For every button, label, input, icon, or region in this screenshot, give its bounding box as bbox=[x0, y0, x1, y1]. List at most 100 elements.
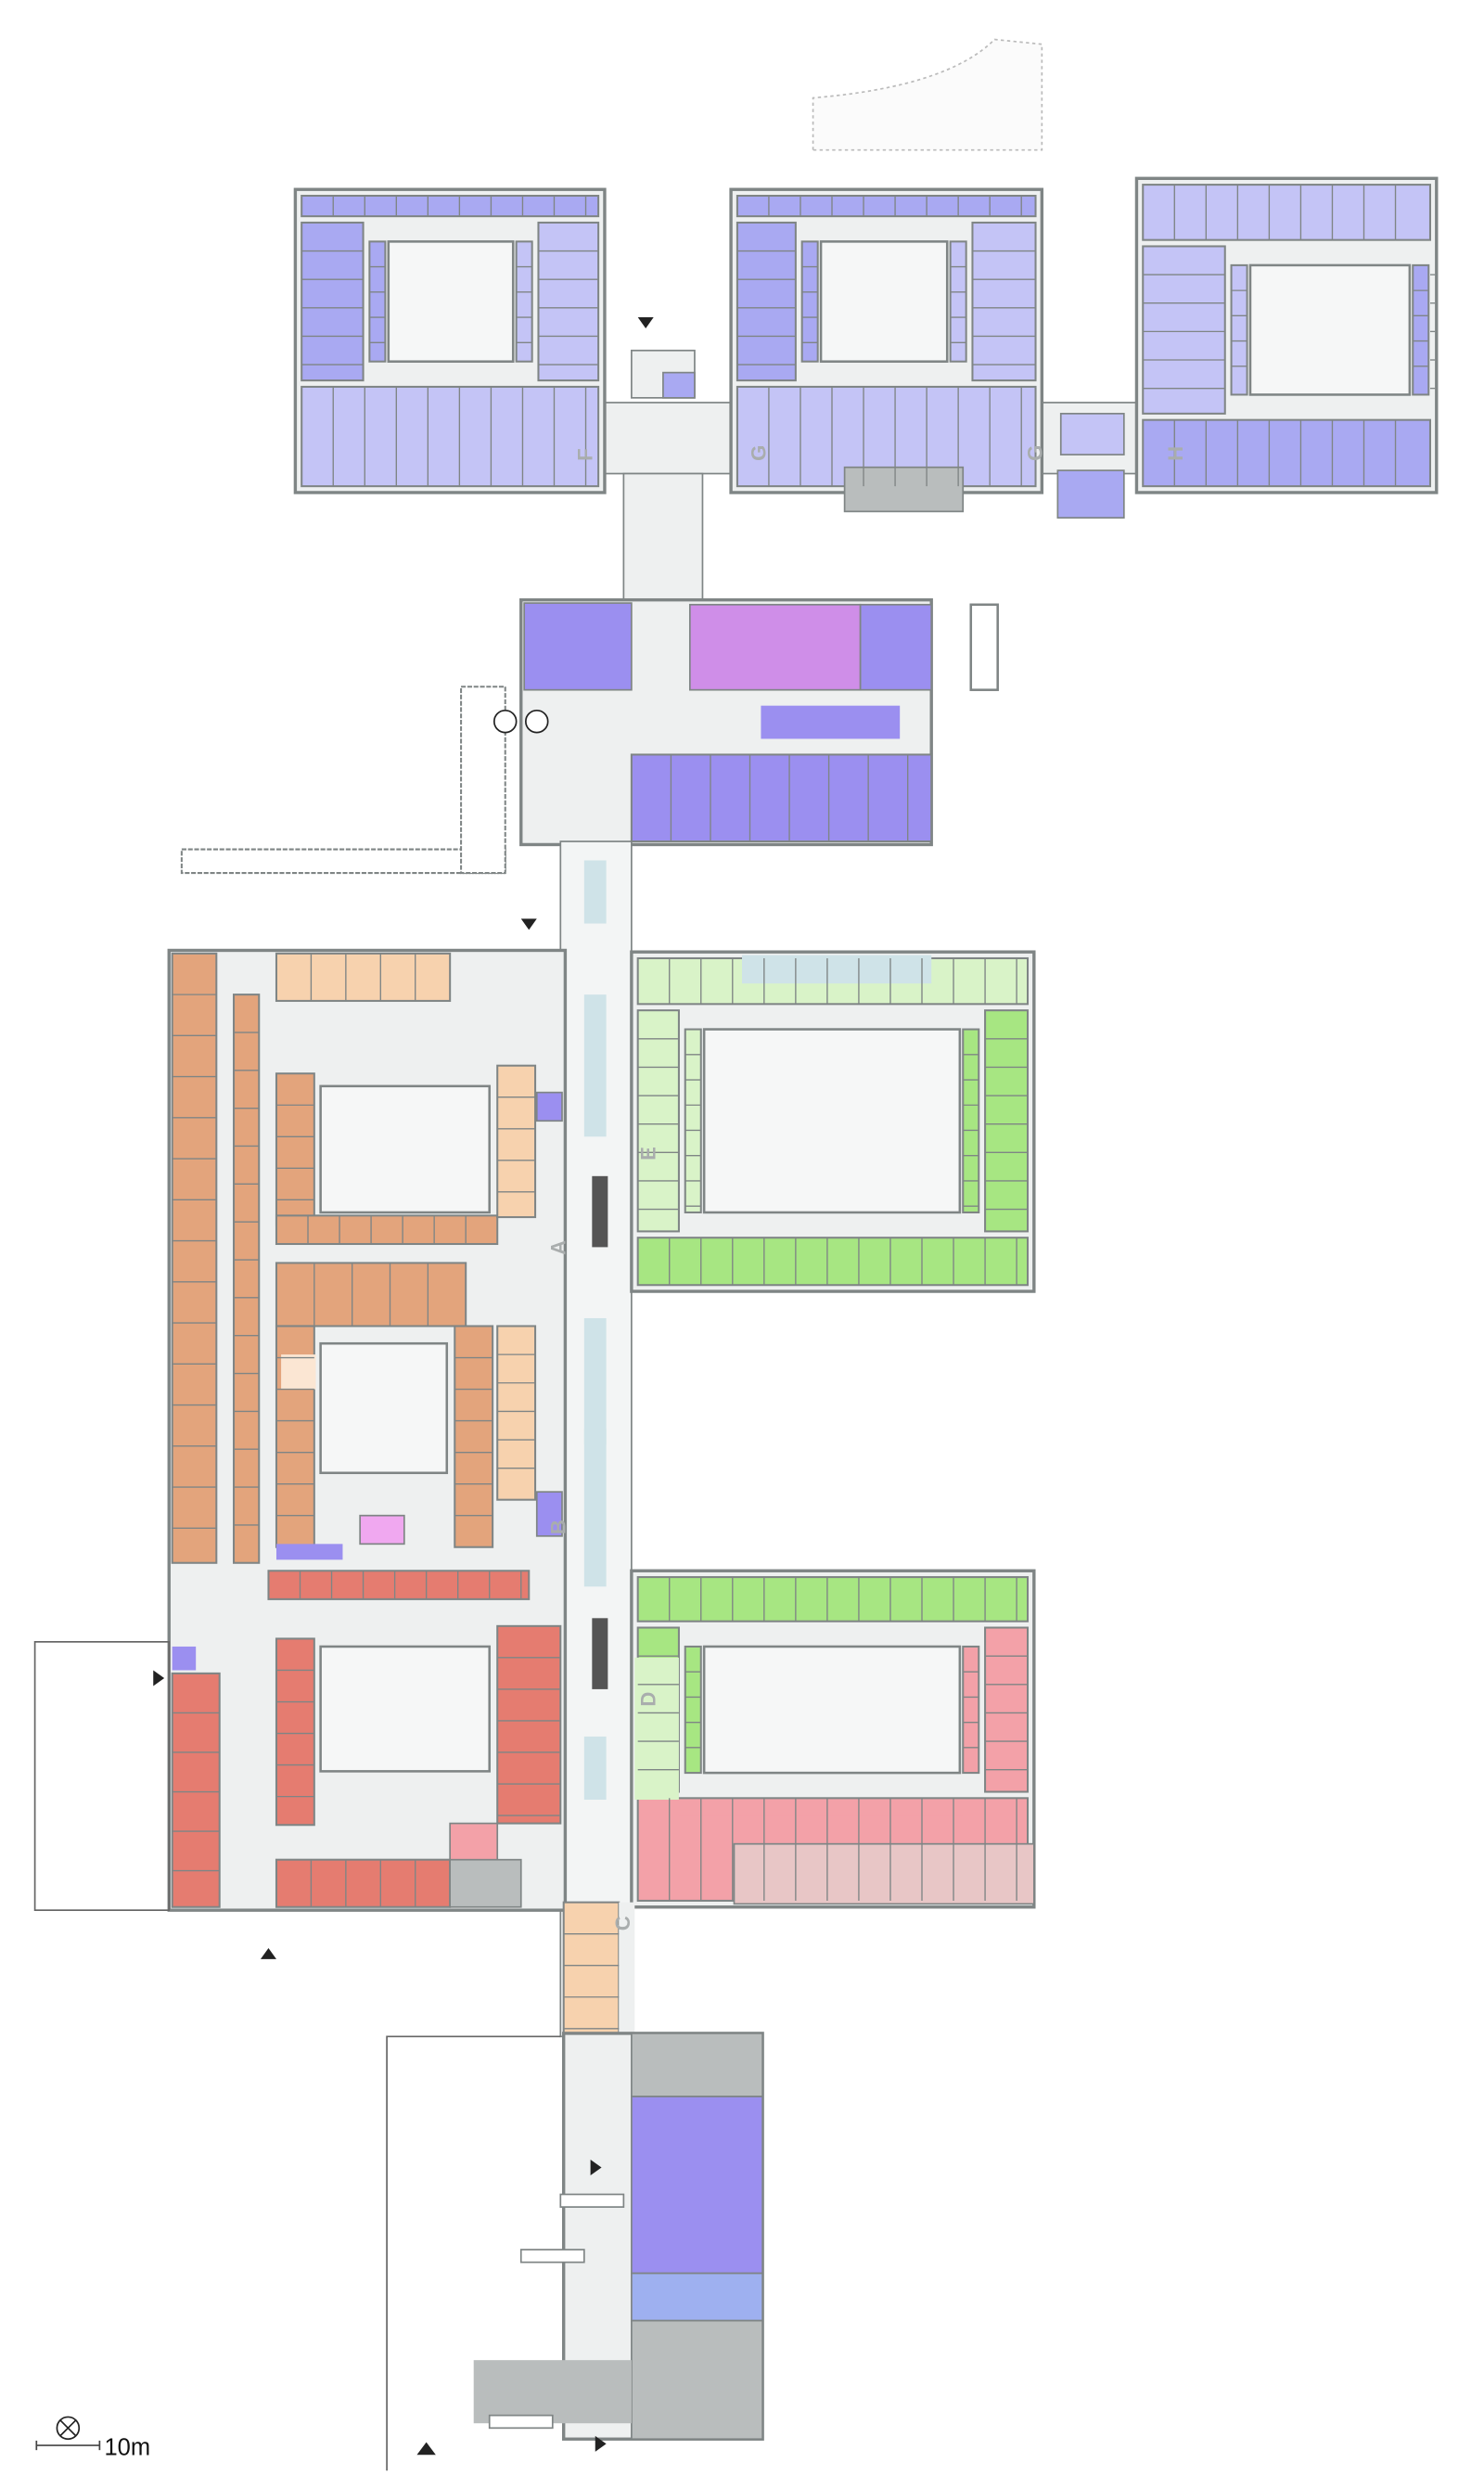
building-d-courtyard bbox=[702, 1645, 962, 1775]
room-magenta bbox=[688, 603, 862, 691]
outline-west-annex bbox=[33, 1640, 171, 1912]
corridor-label-b: B bbox=[546, 1520, 569, 1534]
building-h-rooms-inner-left bbox=[1230, 263, 1248, 396]
rooms-lightblue-top bbox=[742, 955, 932, 984]
scale-bar: 10m bbox=[35, 2416, 150, 2460]
building-d-rooms-top bbox=[636, 1576, 1030, 1622]
building-f-rooms-left bbox=[301, 221, 365, 382]
building-f-rooms-inner-left bbox=[368, 240, 387, 363]
rooms-purple-south bbox=[630, 753, 933, 843]
building-h-rooms-inner-right bbox=[1412, 263, 1430, 396]
loading-dock bbox=[519, 2249, 585, 2264]
courtyard-west-1 bbox=[319, 1084, 491, 1214]
entrance-marker-icon bbox=[416, 2442, 436, 2456]
room-blue-south bbox=[631, 2272, 763, 2322]
room-purple-strip bbox=[275, 1544, 343, 1560]
corridor-label-d: D bbox=[636, 1692, 659, 1707]
skylight bbox=[583, 1317, 607, 1445]
building-g-rooms-top bbox=[736, 194, 1037, 218]
rooms-west-ring3-right bbox=[496, 1624, 562, 1825]
corridor-stem-north bbox=[622, 472, 704, 609]
rooms-west-outer-upper bbox=[171, 952, 218, 1564]
corridor-label-h: H bbox=[1164, 446, 1187, 461]
building-g-rooms-inner-left bbox=[800, 240, 819, 363]
room-purple-a bbox=[535, 1091, 563, 1122]
entrance-marker-icon bbox=[260, 1947, 276, 1959]
walkway-outline-v bbox=[460, 686, 506, 875]
rooms-green-light bbox=[634, 1657, 679, 1801]
rooms-west-ring2-right bbox=[454, 1325, 494, 1548]
revolving-door-icon bbox=[493, 709, 518, 734]
outdoor-area-outline bbox=[812, 38, 1043, 151]
scale-label: 10m bbox=[104, 2434, 150, 2460]
rooms-gray-south-top bbox=[631, 2033, 763, 2097]
building-e-rooms-inner-left bbox=[684, 1028, 702, 1213]
north-symbol-icon bbox=[56, 2416, 81, 2441]
building-f-rooms-inner-right bbox=[515, 240, 533, 363]
room-block-connector bbox=[1059, 413, 1125, 455]
room-gray bbox=[843, 466, 965, 513]
room-purple-w bbox=[172, 1646, 197, 1671]
building-e-rooms-inner-right bbox=[962, 1028, 980, 1213]
rooms-west-outer-lower bbox=[171, 1672, 221, 1908]
corridor-label-g2: G bbox=[1023, 445, 1046, 461]
rooms-west-lower-top bbox=[267, 1570, 531, 1600]
rooms-west-south bbox=[275, 1858, 452, 1908]
loading-dock bbox=[488, 2414, 554, 2430]
isolated-structure bbox=[969, 603, 999, 691]
building-f-courtyard bbox=[387, 240, 515, 363]
entrance-marker-icon bbox=[595, 2435, 607, 2452]
building-f-rooms-right bbox=[537, 221, 600, 382]
entrance-marker-icon bbox=[520, 918, 537, 930]
building-g-rooms-inner-right bbox=[949, 240, 967, 363]
corridor-label-a: A bbox=[546, 1240, 569, 1255]
building-h-courtyard bbox=[1248, 263, 1412, 396]
building-e-rooms-left bbox=[636, 1009, 680, 1233]
room-purple-b bbox=[535, 1491, 563, 1537]
corridor-label-g: G bbox=[748, 445, 771, 461]
building-d-rooms-right bbox=[984, 1626, 1030, 1793]
entrance-marker-icon bbox=[637, 317, 654, 328]
entrance-markers bbox=[153, 317, 654, 2456]
room-gray-s bbox=[449, 1858, 522, 1908]
room-subdivisions bbox=[172, 185, 1436, 2030]
rooms-west-ring1-right bbox=[496, 1064, 537, 1219]
room-purple-ne bbox=[859, 603, 933, 691]
room-blue bbox=[1056, 469, 1125, 519]
building-h-rooms-bottom bbox=[1142, 418, 1431, 488]
building-g-rooms-left bbox=[736, 221, 797, 382]
room-peach-light bbox=[281, 1354, 316, 1390]
skylight bbox=[583, 994, 607, 1137]
rooms-west-ring1-bottom bbox=[275, 1214, 499, 1246]
stair-b bbox=[592, 1618, 608, 1689]
walkway-outline-h bbox=[180, 848, 506, 875]
building-f-rooms-top bbox=[301, 194, 600, 218]
loading-dock bbox=[559, 2193, 625, 2208]
skylight bbox=[583, 860, 607, 924]
service-yard bbox=[473, 2360, 632, 2424]
rooms-west-col2-upper bbox=[233, 994, 261, 1564]
skylight bbox=[583, 1736, 607, 1801]
rooms-stem-south bbox=[562, 1901, 620, 2038]
skylight bbox=[583, 1429, 607, 1587]
courtyard-west-2 bbox=[319, 1341, 449, 1475]
rooms-west-top bbox=[275, 952, 452, 1002]
site-boundary-outline bbox=[386, 2035, 561, 2471]
room-purple-bar bbox=[761, 705, 901, 739]
room-blue-small bbox=[662, 371, 696, 399]
building-f-rooms-bottom bbox=[301, 385, 600, 488]
rooms-west-ring2-top bbox=[275, 1262, 467, 1327]
building-d-rooms-inner-right bbox=[962, 1645, 980, 1775]
entrance-marker-icon bbox=[590, 2160, 602, 2176]
corridor-label-e: E bbox=[636, 1147, 659, 1161]
entrance-marker-icon bbox=[153, 1670, 165, 1686]
room-purple-south bbox=[631, 2096, 763, 2275]
room-magenta-small bbox=[359, 1514, 405, 1545]
rooms-gray-south bbox=[631, 2319, 763, 2441]
building-g-courtyard bbox=[819, 240, 949, 363]
revolving-door-icon bbox=[525, 709, 549, 734]
corridor-label-f: F bbox=[573, 448, 596, 461]
room-purple-nw bbox=[523, 602, 633, 691]
rooms-west-ring1-left bbox=[275, 1072, 315, 1226]
